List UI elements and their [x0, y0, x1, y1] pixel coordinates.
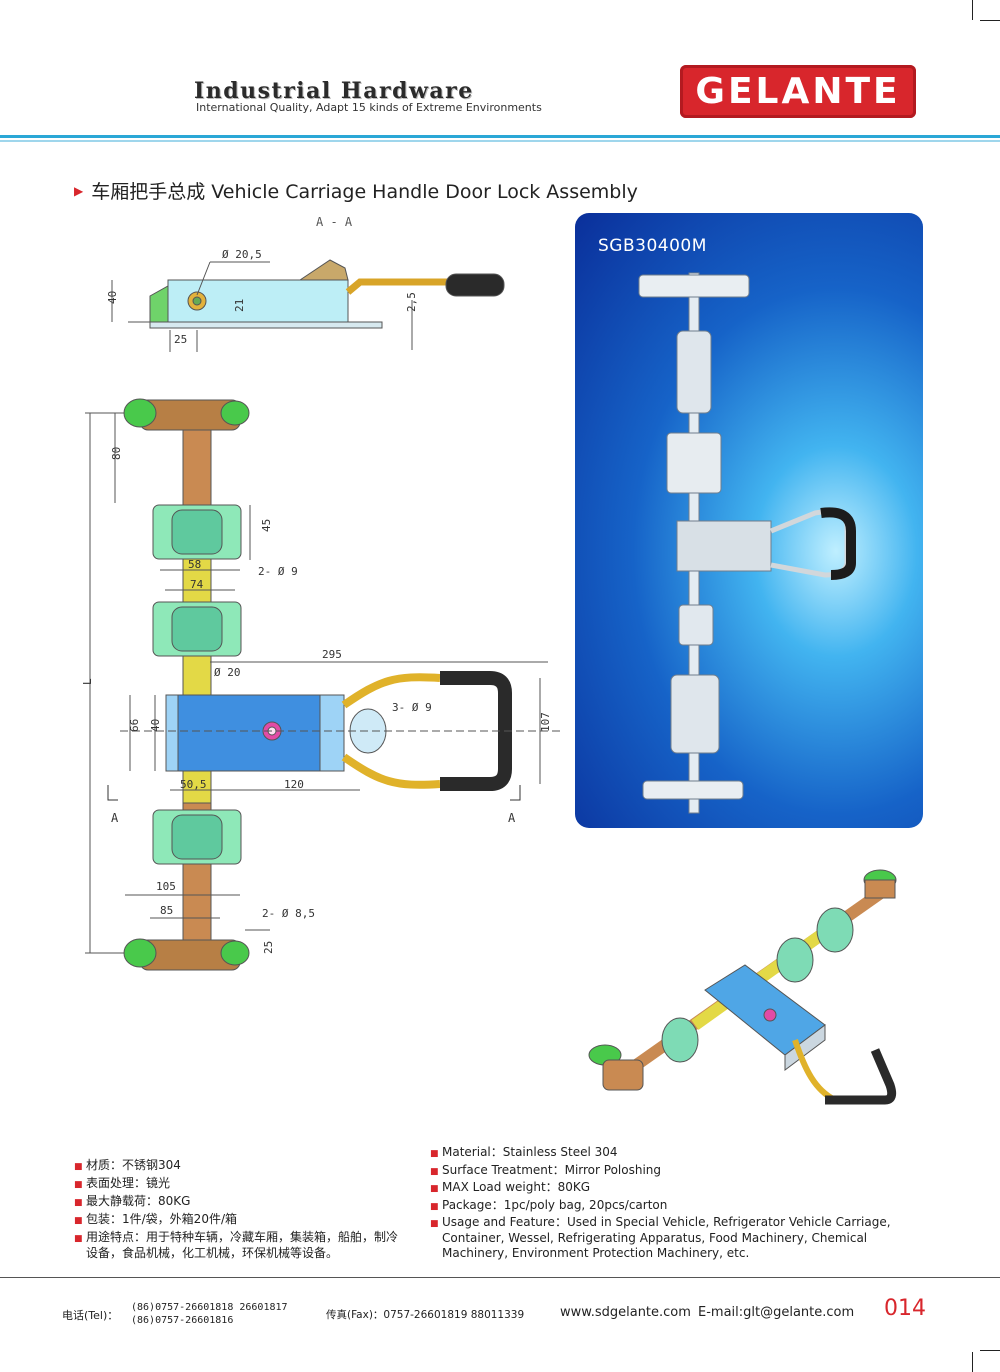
- spec-cn-item: ■材质：不锈钢304: [74, 1157, 404, 1175]
- dim-cam-hole-spacing: 85: [160, 904, 173, 917]
- square-bullet-icon: ■: [74, 1198, 83, 1208]
- section-title-text: 车厢把手总成 Vehicle Carriage Handle Door Lock…: [91, 181, 638, 203]
- spec-en-item: ■Package：1pc/poly bag, 20pcs/carton: [430, 1198, 910, 1216]
- dim-cam-height: 25: [262, 941, 275, 954]
- footer-email[interactable]: E-mail:glt@gelante.com: [698, 1305, 855, 1320]
- dim-body-offset: 50,5: [180, 778, 207, 791]
- specs-english: ■Material：Stainless Steel 304 ■Surface T…: [430, 1145, 910, 1262]
- crop-mark: [972, 1352, 973, 1372]
- dim-body-inner-height: 40: [149, 719, 162, 732]
- spec-en-item: ■Usage and Feature：Used in Special Vehic…: [430, 1215, 891, 1260]
- spec-en-item: ■MAX Load weight：80KG: [430, 1180, 910, 1198]
- footer-rule: [0, 1277, 1000, 1278]
- square-bullet-icon: ■: [74, 1216, 83, 1226]
- spec-cn-item: ■包装：1件/袋，外箱20件/箱: [74, 1211, 404, 1229]
- product-photo-illustration: [638, 272, 856, 814]
- dim-top-offset: 21: [233, 299, 246, 312]
- square-bullet-icon: ■: [430, 1166, 439, 1177]
- dim-top-diameter: Ø 20,5: [222, 248, 262, 261]
- photo-lock-assembly: [638, 272, 856, 814]
- footer-website[interactable]: www.sdgelante.com: [560, 1305, 691, 1320]
- footer-tel-2: (86)0757-26601816: [131, 1315, 234, 1326]
- dim-cam-holes: 2- Ø 8,5: [262, 907, 315, 920]
- dim-bracket-hole-spacing: 58: [188, 558, 201, 571]
- product-model: SGB30400M: [598, 236, 707, 256]
- header-rule-light: [0, 140, 1000, 142]
- dim-handle-holes: 3- Ø 9: [392, 701, 432, 714]
- page-number: 014: [884, 1296, 926, 1321]
- dim-rod-length: L: [81, 678, 94, 685]
- footer-tel-label: 电话(Tel)：: [62, 1309, 119, 1322]
- square-bullet-icon: ■: [430, 1149, 439, 1159]
- spec-cn-item: ■用途特点：用于特种车辆，冷藏车厢，集装箱，船舶，制冷设备，食品机械，化工机械，…: [74, 1230, 399, 1260]
- section-marker-right: A: [508, 811, 516, 825]
- dim-rod-diameter: Ø 20: [214, 666, 241, 679]
- spec-cn-item: ■最大静载荷：80KG: [74, 1193, 404, 1211]
- dim-bracket-height: 45: [260, 519, 273, 532]
- square-bullet-icon: ■: [430, 1219, 439, 1229]
- spec-en-item: ■Surface Treatment：Mirror Poloshing: [430, 1163, 910, 1181]
- brand-logo: GELANTE: [680, 65, 916, 118]
- crop-mark: [980, 20, 1000, 21]
- dim-bracket-holes: 2- Ø 9: [258, 565, 298, 578]
- crop-mark: [972, 0, 973, 20]
- dim-handle-offset: 120: [284, 778, 304, 791]
- square-bullet-icon: ■: [74, 1234, 83, 1244]
- dim-top-height: 40: [106, 291, 119, 304]
- header-subtitle: International Quality, Adapt 15 kinds of…: [196, 101, 542, 114]
- square-bullet-icon: ■: [430, 1184, 439, 1194]
- dim-cam-offset: 80: [110, 447, 123, 460]
- header-title: Industrial Hardware: [194, 78, 474, 104]
- product-photo: [575, 213, 923, 828]
- section-marker-left: A: [111, 811, 119, 825]
- front-view: [85, 398, 560, 971]
- spec-en-item: ■Material：Stainless Steel 304: [430, 1145, 910, 1163]
- render-assembly: [588, 869, 897, 1105]
- spec-cn-item: ■表面处理：镜光: [74, 1175, 404, 1193]
- dim-handle-height: 107: [539, 712, 552, 732]
- section-title: ▶ 车厢把手总成 Vehicle Carriage Handle Door Loc…: [74, 177, 638, 204]
- footer-tel-1: (86)0757-26601818 26601817: [131, 1302, 288, 1313]
- square-bullet-icon: ■: [430, 1201, 439, 1212]
- dim-bracket-width: 74: [190, 578, 204, 591]
- dim-body-height: 66: [128, 719, 141, 732]
- dim-cam-width: 105: [156, 880, 176, 893]
- section-label: A - A: [316, 215, 353, 229]
- specs-chinese: ■材质：不锈钢304 ■表面处理：镜光 ■最大静载荷：80KG ■包装：1件/袋…: [74, 1157, 404, 1261]
- brand-logo-text: GELANTE: [695, 71, 901, 112]
- dim-top-width: 25: [174, 333, 187, 346]
- square-bullet-icon: ■: [74, 1162, 83, 1172]
- side-view: [111, 259, 505, 352]
- dim-total-length: 295: [322, 648, 342, 661]
- header-rule: [0, 135, 1000, 138]
- square-bullet-icon: ■: [74, 1180, 83, 1190]
- footer-fax: 传真(Fax)：0757-26601819 88011339: [326, 1309, 525, 1321]
- crop-mark: [980, 1350, 1000, 1351]
- product-3d-render: [588, 869, 897, 1105]
- dim-top-thickness: 2,5: [405, 292, 418, 312]
- triangle-bullet-icon: ▶: [74, 184, 84, 198]
